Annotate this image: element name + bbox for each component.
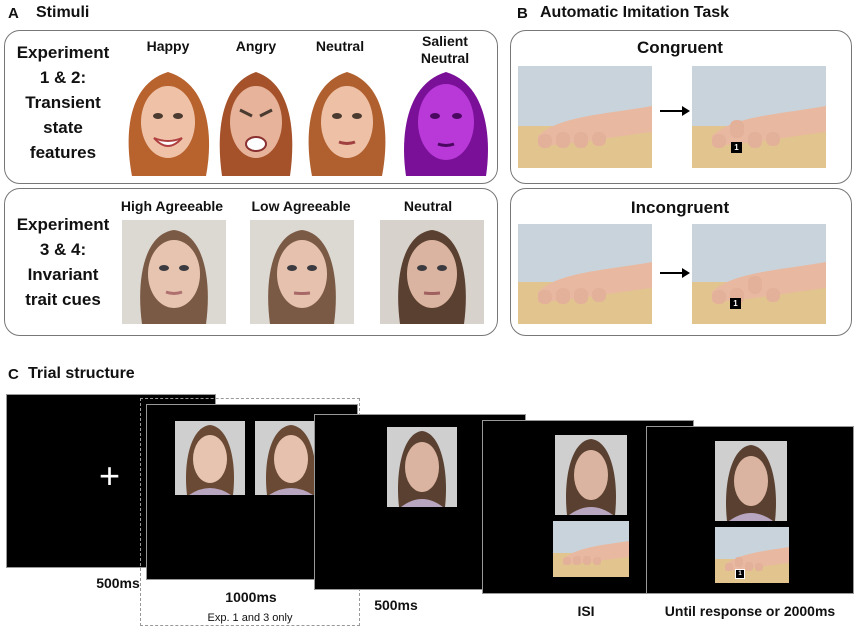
panel-c-letter: C [8,366,19,383]
panel-a-letter: A [8,5,19,22]
panel-c-title: Trial structure [28,365,135,382]
face-angry-image [219,72,293,176]
hand-incongruent-start-image [518,224,652,324]
face-label-angry: Angry [235,38,277,54]
face-neutral-image [308,72,386,176]
timing-faces: 1000ms [225,589,277,605]
trial-screen-response: 1 [646,426,854,594]
face-happy-image [128,72,210,176]
panel-b-letter: B [517,5,528,22]
experiment-3-4-label: Experiment 3 & 4: Invariant trait cues [16,215,110,309]
arrow-congruent-icon [660,110,686,112]
timing-fixation: 500ms [96,575,140,591]
congruent-title: Congruent [637,38,723,57]
timing-isi: ISI [577,603,595,619]
face-label-high-agreeable: High Agreeable [120,198,224,214]
face-high-agreeable-image [122,220,226,324]
arrow-congruent-head-icon [682,106,690,116]
hand-congruent-start-image [518,66,652,168]
trial-face-left-image [175,421,245,495]
face-salient-neutral-image [404,72,488,176]
fixation-cross-icon: + [99,455,121,496]
isi-face-image [555,435,627,515]
face-label-low-agreeable: Low Agreeable [251,198,351,214]
experiment-1-2-label: Experiment 1 & 2: Transient state featur… [16,43,110,162]
panel-b-title: Automatic Imitation Task [540,4,730,21]
face-low-agreeable-image [250,220,354,324]
face-label-neutral: Neutral [315,38,365,54]
digit-box-incongruent: 1 [730,298,741,309]
arrow-incongruent-head-icon [682,268,690,278]
timing-response: Until response or 2000ms [664,603,836,619]
arrow-incongruent-icon [660,272,686,274]
exp-1-3-note: Exp. 1 and 3 only [207,612,293,624]
timing-single-face: 500ms [374,597,418,613]
response-face-image [715,441,787,521]
hand-congruent-end-image [692,66,826,168]
face-label-neutral-trait: Neutral [403,198,453,214]
hand-incongruent-end-image [692,224,826,324]
response-digit-box: 1 [735,569,745,579]
face-label-happy: Happy [146,38,190,54]
trial-face-single-image [387,427,457,507]
face-neutral-trait-image [380,220,484,324]
isi-hand-image [553,521,629,577]
digit-box-congruent: 1 [731,142,742,153]
incongruent-title: Incongruent [630,198,730,217]
response-hand-image [715,527,789,583]
face-label-salient-neutral: Salient Neutral [420,33,470,66]
panel-a-title: Stimuli [36,4,90,21]
